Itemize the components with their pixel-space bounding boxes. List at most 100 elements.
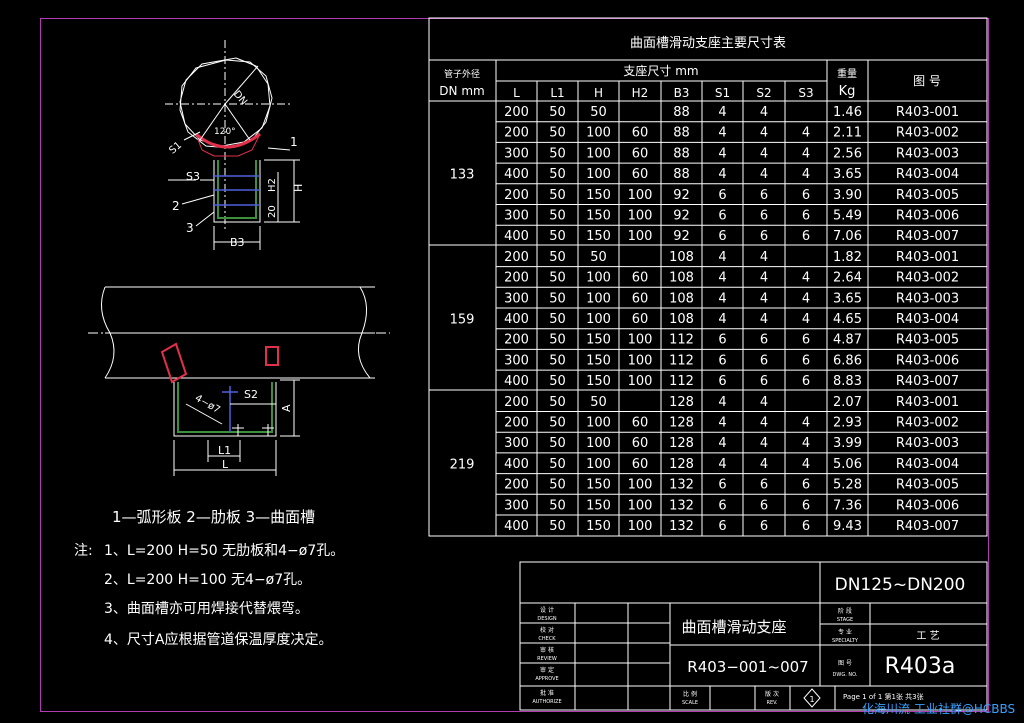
table-cell: 2.93 (833, 416, 862, 431)
table-cell: 6 (760, 374, 768, 389)
weight-header: 重量 (837, 67, 857, 80)
table-cell: 6 (760, 353, 768, 368)
section-view (165, 40, 300, 250)
plate-right (265, 346, 279, 366)
table-cell: 400 (504, 457, 529, 472)
table-cell: 50 (549, 146, 566, 161)
dn-label: DN (231, 89, 249, 108)
dwg-cn: 图 号 (838, 660, 852, 667)
table-cell: 4 (802, 291, 810, 306)
table-cell: 1.82 (833, 250, 862, 265)
table-cell: 60 (632, 126, 649, 141)
table-cell: 6 (718, 478, 726, 493)
table-cell: 4 (802, 436, 810, 451)
table-cell: 50 (590, 395, 607, 410)
watermark: 化海川流 工业社群@HCBBS (862, 702, 1016, 716)
table-cell: 4 (802, 312, 810, 327)
table-cell: 5.28 (833, 478, 862, 493)
table-cell: 112 (669, 374, 694, 389)
scale-en: SCALE (682, 700, 698, 706)
table-cell: 100 (628, 498, 653, 513)
table-cell: 50 (549, 291, 566, 306)
table-cell: 50 (549, 105, 566, 120)
table-cell: 50 (549, 478, 566, 493)
scale-cn: 比 例 (683, 690, 697, 698)
table-cell: 4 (802, 416, 810, 431)
drawing-name: 曲面槽滑动支座 (681, 618, 786, 636)
table-cell: 6 (718, 519, 726, 534)
table-cell: 128 (669, 436, 694, 451)
table-cell: 300 (504, 209, 529, 224)
table-cell: 6 (760, 188, 768, 203)
rev-cn: 版 次 (765, 690, 779, 698)
table-cell: R403-007 (896, 374, 959, 389)
table-cell: 4 (760, 457, 768, 472)
table-cell: R403-006 (896, 209, 959, 224)
table-cell: 4 (802, 167, 810, 182)
pipe-dn-unit: DN mm (439, 84, 484, 98)
drawing-number: R403a (885, 654, 956, 679)
pipe-break-right (357, 286, 371, 379)
table-cell: 60 (632, 167, 649, 182)
table-cell: 200 (504, 395, 529, 410)
dim-col-header-h: H (594, 86, 603, 100)
table-cell: 108 (669, 250, 694, 265)
h2-label: H2 (267, 178, 278, 192)
dims-header: 支座尺寸 mm (623, 63, 698, 78)
table-cell: 88 (673, 167, 690, 182)
table-cell: 50 (549, 126, 566, 141)
table-cell: 6 (760, 498, 768, 513)
table-cell: 50 (549, 519, 566, 534)
table-cell: 200 (504, 126, 529, 141)
note-4: 4、尺寸A应根据管道保温厚度决定。 (104, 632, 333, 648)
table-cell: 6 (802, 188, 810, 203)
pipe-od-header: 管子外径 (444, 68, 480, 80)
dimension-table (428, 17, 988, 537)
dwg-en: DWG. NO. (833, 672, 858, 678)
table-cell: 400 (504, 229, 529, 244)
rev-en: REV. (767, 700, 778, 706)
signoff-label-cn: 设 计 (540, 606, 554, 614)
dim-col-header-b3: B3 (674, 86, 690, 100)
table-cell: 6 (802, 478, 810, 493)
table-cell: 100 (628, 188, 653, 203)
table-cell: 7.06 (833, 229, 862, 244)
table-cell: R403-005 (896, 333, 959, 348)
table-cell: 400 (504, 374, 529, 389)
h-label: H (292, 184, 305, 192)
part-1-label: 1 (290, 135, 298, 149)
table-cell: 50 (549, 436, 566, 451)
table-cell: R403-004 (896, 457, 959, 472)
s3-label: S3 (186, 170, 200, 183)
table-cell: 100 (586, 126, 611, 141)
table-cell: 5.49 (833, 209, 862, 224)
table-cell: 6 (718, 333, 726, 348)
table-cell: 100 (586, 416, 611, 431)
elevation-view (88, 286, 390, 476)
table-cell: 4 (802, 146, 810, 161)
note-1: 1、L=200 H=50 无肋板和4−ø7孔。 (104, 543, 345, 559)
table-cell: 150 (586, 209, 611, 224)
table-cell: 92 (673, 229, 690, 244)
a-label: A (280, 404, 293, 412)
table-cell: R403-004 (896, 167, 959, 182)
part-3-label: 3 (186, 221, 194, 235)
table-cell: 6 (802, 353, 810, 368)
table-cell: 132 (669, 498, 694, 513)
table-cell: 128 (669, 457, 694, 472)
table-cell: 50 (549, 312, 566, 327)
table-cell: 60 (632, 291, 649, 306)
table-cell: R403-003 (896, 436, 959, 451)
table-cell: 128 (669, 416, 694, 431)
table-cell: 4 (760, 395, 768, 410)
note-3: 3、曲面槽亦可用焊接代替煨弯。 (104, 601, 309, 617)
table-cell: R403-007 (896, 229, 959, 244)
table-cell: 60 (632, 457, 649, 472)
table-cell: 50 (549, 498, 566, 513)
table-cell: 2.56 (833, 146, 862, 161)
table-cell: 4 (718, 126, 726, 141)
table-cell: 7.36 (833, 498, 862, 513)
table-cell: 4 (718, 291, 726, 306)
table-cell: 6 (760, 478, 768, 493)
